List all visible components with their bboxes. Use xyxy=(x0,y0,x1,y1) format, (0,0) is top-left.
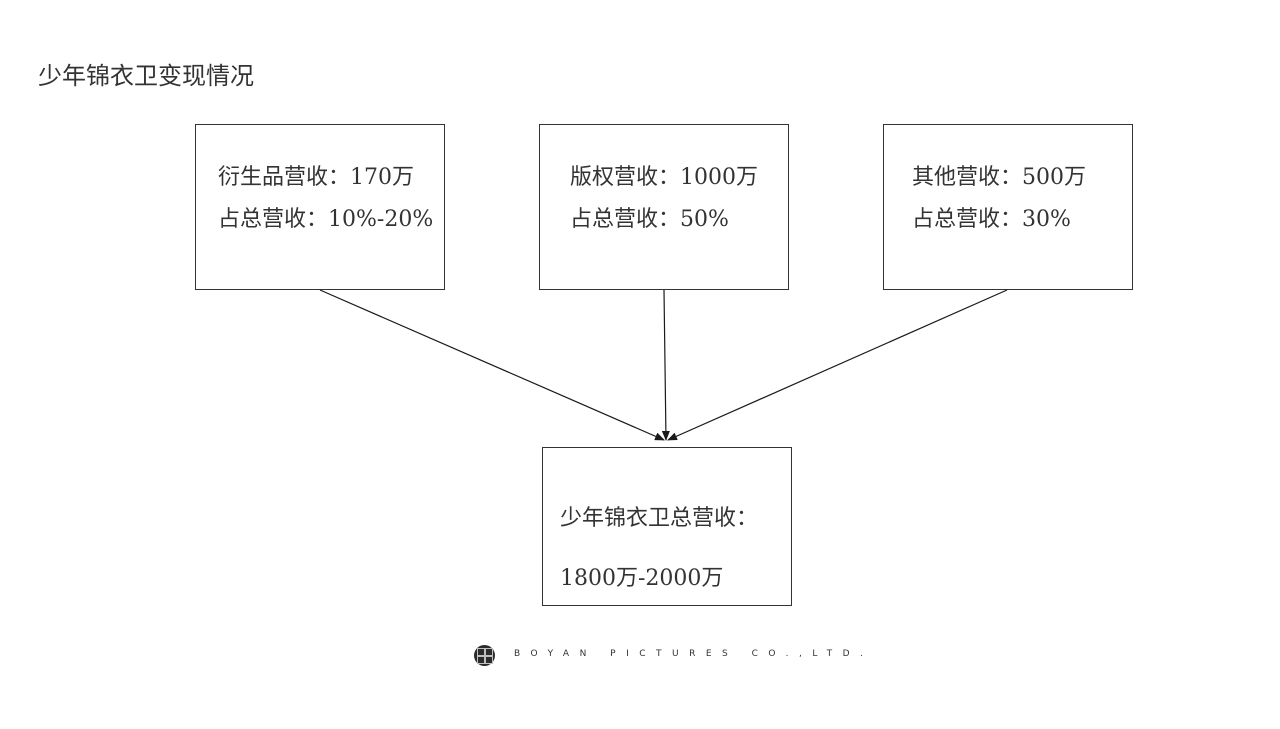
copyright-revenue-label: 版权营收：1000万 xyxy=(570,165,758,190)
arrow-derivatives-to-total xyxy=(319,289,665,441)
arrow-other-to-total xyxy=(667,289,1008,441)
copyright-revenue-box: 版权营收：1000万 占总营收：50% xyxy=(539,124,789,290)
total-revenue-value: 1800万-2000万 xyxy=(560,566,724,591)
company-name: BOYAN PICTURES CO.,LTD. xyxy=(514,649,874,659)
copyright-share-label: 占总营收：50% xyxy=(570,207,729,232)
other-revenue-box: 其他营收：500万 占总营收：30% xyxy=(883,124,1133,290)
derivatives-revenue-box: 衍生品营收：170万 占总营收：10%-20% xyxy=(195,124,445,290)
page-title: 少年锦衣卫变现情况 xyxy=(38,62,254,90)
total-revenue-box: 少年锦衣卫总营收： 1800万-2000万 xyxy=(542,447,792,606)
other-revenue-label: 其他营收：500万 xyxy=(912,165,1086,190)
derivatives-revenue-label: 衍生品营收：170万 xyxy=(218,165,414,190)
total-revenue-label: 少年锦衣卫总营收： xyxy=(560,506,759,531)
company-logo-icon xyxy=(474,645,495,666)
other-share-label: 占总营收：30% xyxy=(912,207,1071,232)
arrow-copyright-to-total xyxy=(661,289,670,441)
derivatives-share-label: 占总营收：10%-20% xyxy=(218,207,434,232)
